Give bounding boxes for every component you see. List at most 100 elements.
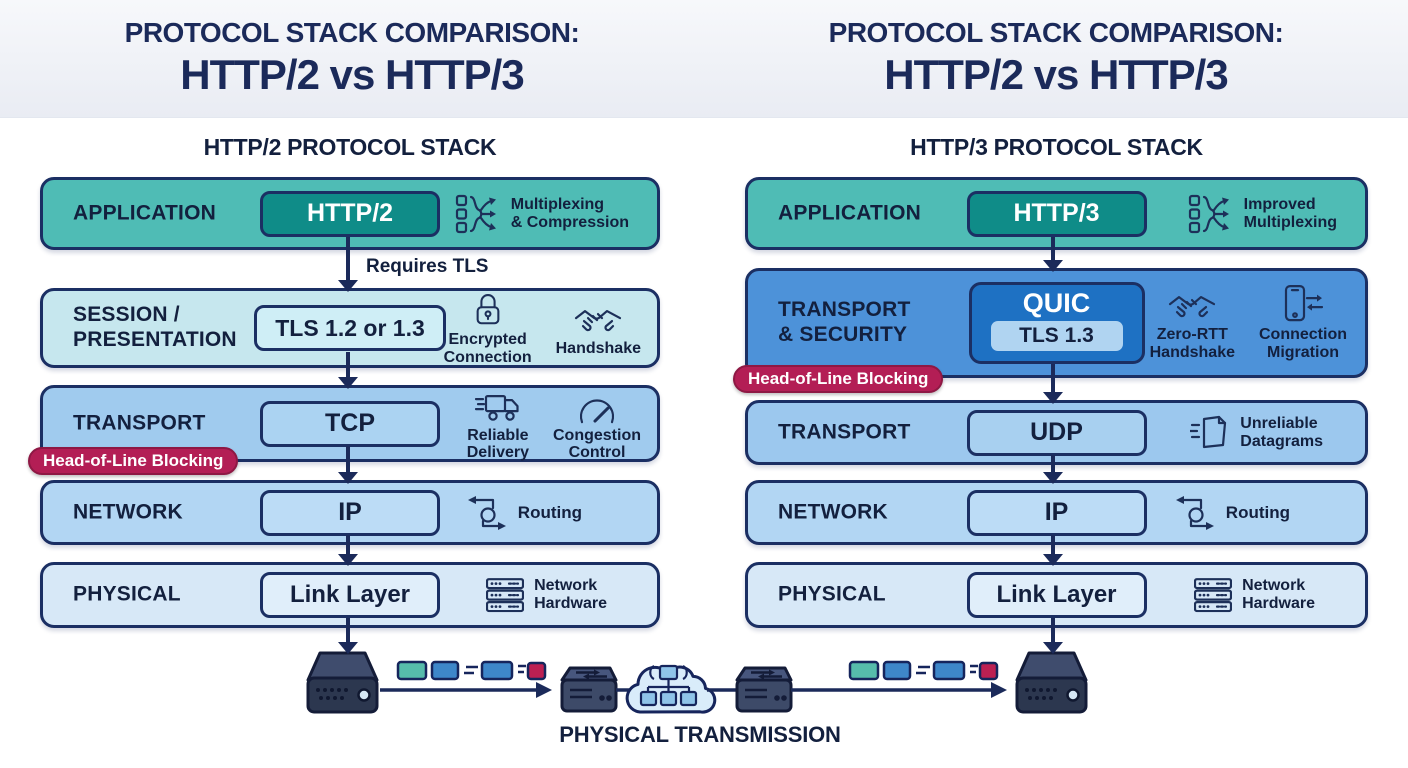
right-layer-transport-security: TRANSPORT & SECURITY QUIC TLS 1.3 Zero-R… (745, 268, 1368, 378)
flow-arrow-network-to-physical-right (1042, 535, 1064, 566)
feature-routing: Routing (466, 493, 582, 533)
feature-label: Unreliable Datagrams (1240, 414, 1323, 450)
header-band: PROTOCOL STACK COMPARISON: HTTP/2 vs HTT… (0, 0, 1408, 118)
flow-arrow-app-to-quic (1042, 237, 1064, 272)
feature-reliable-delivery: Reliable Delivery (467, 385, 529, 463)
protocol-box-quic: QUIC TLS 1.3 (968, 282, 1145, 364)
right-layer-application: APPLICATION HTTP/3 Improved Multiplexing (745, 177, 1368, 250)
feature-label: Encrypted Connection (443, 331, 532, 366)
head-of-line-blocking-badge-left: Head-of-Line Blocking (28, 447, 239, 475)
flow-arrow-transport-to-network (337, 446, 359, 484)
feature-encrypted-connection: Encrypted Connection (444, 289, 532, 367)
physical-transmission-graphic (306, 651, 1088, 714)
left-layer-application: APPLICATION HTTP/2 Multiplexing & Compre… (40, 177, 660, 250)
physical-transmission-label: PHYSICAL TRANSMISSION (559, 722, 841, 747)
flow-arrow-transport-to-network-right (1042, 455, 1064, 484)
layer-name: SESSION / PRESENTATION (73, 303, 237, 351)
feature-label: Multiplexing & Compression (510, 195, 629, 231)
feature-label: Connection Migration (1259, 326, 1347, 361)
handshake-icon (1166, 284, 1218, 324)
layer-name: PHYSICAL (73, 582, 181, 606)
flow-arrow-session-to-transport (337, 352, 359, 389)
feature-network-hardware: Network Hardware (486, 577, 607, 613)
feature-label: Reliable Delivery (466, 426, 529, 462)
protocol-box-link-layer: Link Layer (966, 572, 1147, 618)
packet-stream-left (396, 660, 547, 681)
requires-tls-label: Requires TLS (366, 256, 489, 277)
left-stack-title: HTTP/2 PROTOCOL STACK (203, 134, 497, 160)
quic-label: QUIC (1022, 288, 1091, 318)
gauge-icon (577, 385, 617, 425)
feature-network-hardware: Network Hardware (1194, 577, 1315, 613)
layer-name: NETWORK (778, 500, 888, 524)
protocol-box-http3: HTTP/3 (966, 190, 1147, 237)
handshake-icon (572, 298, 624, 338)
server-stack-icon (1194, 578, 1233, 612)
layer-name: TRANSPORT & SECURITY (778, 298, 911, 346)
header-left: PROTOCOL STACK COMPARISON: HTTP/2 vs HTT… (0, 16, 704, 98)
header-right-line1: PROTOCOL STACK COMPARISON: (828, 17, 1284, 48)
flow-arrow-physical-to-wire-left (337, 618, 359, 654)
feature-label: Congestion Control (553, 426, 641, 462)
header-right: PROTOCOL STACK COMPARISON: HTTP/2 vs HTT… (704, 16, 1408, 98)
feature-improved-multiplexing: Improved Multiplexing (1188, 192, 1337, 236)
protocol-box-link-layer: Link Layer (260, 572, 440, 618)
layer-name: TRANSPORT (778, 420, 911, 444)
protocol-box-ip: IP (260, 489, 440, 536)
multiplexing-icon (455, 192, 501, 236)
protocol-box-tls13: TLS 1.3 (990, 321, 1123, 351)
feature-connection-migration: Connection Migration (1259, 284, 1347, 362)
server-right-icon (1015, 651, 1088, 714)
lock-icon (472, 289, 504, 329)
layer-name: APPLICATION (73, 201, 216, 225)
layer-name: NETWORK (73, 500, 183, 524)
flow-arrow-app-to-session (337, 237, 359, 292)
flow-arrow-physical-to-wire-right (1042, 618, 1064, 654)
protocol-box-http2: HTTP/2 (260, 190, 440, 237)
feature-label: Improved Multiplexing (1243, 195, 1337, 231)
protocol-box-udp: UDP (966, 409, 1147, 456)
feature-label: Zero-RTT Handshake (1149, 326, 1235, 361)
server-left-icon (306, 651, 379, 714)
header-left-line2: HTTP/2 vs HTTP/3 (180, 50, 524, 98)
right-layer-transport: TRANSPORT UDP Unreliable Datagrams (745, 400, 1368, 465)
header-right-line2: HTTP/2 vs HTTP/3 (884, 50, 1228, 98)
feature-label: Routing (1225, 502, 1290, 522)
feature-unreliable-datagrams: Unreliable Datagrams (1190, 415, 1323, 451)
layer-name: APPLICATION (778, 201, 921, 225)
router-right-icon (735, 666, 793, 713)
feature-zero-rtt-handshake: Zero-RTT Handshake (1150, 284, 1235, 362)
truck-icon (474, 385, 521, 425)
left-layer-network: NETWORK IP Routing (40, 480, 660, 545)
right-layer-network: NETWORK IP Routing (745, 480, 1368, 545)
feature-label: Network Hardware (1242, 577, 1315, 612)
protocol-box-ip: IP (966, 489, 1147, 536)
feature-routing: Routing (1174, 493, 1290, 533)
network-cloud-icon (625, 664, 717, 714)
feature-label: Handshake (555, 340, 641, 358)
header-left-line1: PROTOCOL STACK COMPARISON: (124, 17, 580, 48)
phone-arrows-icon (1283, 284, 1323, 324)
feature-multiplexing-compression: Multiplexing & Compression (455, 192, 629, 236)
head-of-line-blocking-badge-right: Head-of-Line Blocking (733, 365, 944, 393)
routing-icon (1174, 493, 1216, 533)
multiplexing-icon (1188, 192, 1234, 236)
router-left-icon (560, 666, 618, 713)
routing-icon (466, 493, 508, 533)
feature-label: Network Hardware (534, 577, 607, 612)
left-layer-session-presentation: SESSION / PRESENTATION TLS 1.2 or 1.3 En… (40, 288, 660, 368)
right-stack-title: HTTP/3 PROTOCOL STACK (910, 134, 1203, 160)
protocol-box-tls: TLS 1.2 or 1.3 (254, 305, 446, 351)
flow-arrow-network-to-physical (337, 535, 359, 566)
feature-label: Routing (517, 502, 582, 522)
packet-stream-right (848, 660, 999, 681)
server-stack-icon (486, 578, 525, 612)
right-layer-physical: PHYSICAL Link Layer Network Hardware (745, 562, 1368, 628)
feature-congestion-control: Congestion Control (553, 385, 641, 463)
layer-name: PHYSICAL (778, 582, 886, 606)
datagram-icon (1190, 415, 1230, 451)
feature-handshake: Handshake (556, 298, 641, 358)
protocol-box-tcp: TCP (260, 400, 440, 447)
flow-arrow-quic-to-transport (1042, 364, 1064, 404)
